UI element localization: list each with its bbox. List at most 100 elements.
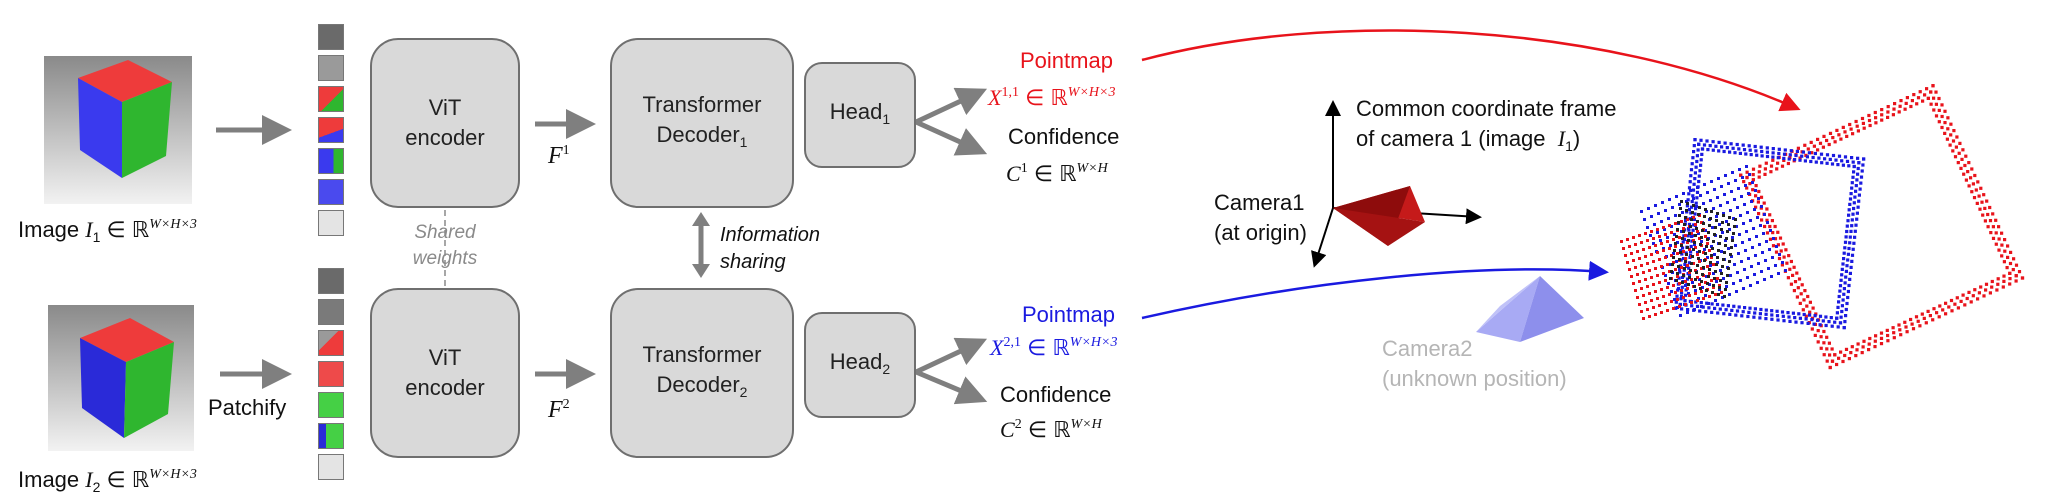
pointcloud-dot — [1693, 243, 1696, 246]
pointcloud-dot — [1674, 300, 1678, 304]
pointcloud-dot — [1819, 346, 1823, 350]
pointcloud-dot — [1849, 127, 1853, 131]
pointcloud-dot — [1839, 137, 1843, 141]
pointcloud-dot — [1981, 213, 1985, 217]
pointcloud-dot — [1937, 315, 1941, 319]
pointcloud-dot — [1789, 282, 1793, 286]
pointcloud-dot — [2014, 274, 2018, 278]
pointcloud-dot — [1724, 174, 1727, 177]
pointcloud-dot — [1733, 198, 1736, 201]
pointcloud-dot — [1710, 256, 1713, 259]
pointcloud-dot — [1720, 250, 1723, 253]
pointcloud-dot — [1996, 277, 2000, 281]
patch-tile — [318, 299, 344, 325]
pointcloud-dot — [1704, 310, 1708, 314]
pointcloud-dot — [1682, 250, 1685, 253]
pointcloud-dot — [1732, 217, 1735, 220]
pointcloud-dot — [1688, 180, 1692, 184]
pointcloud-dot — [1725, 285, 1728, 288]
pointcloud-dot — [1716, 256, 1719, 259]
pointcloud-dot — [1978, 207, 1982, 211]
pointcloud-dot — [1688, 232, 1691, 235]
pointcloud-dot — [1909, 317, 1913, 322]
pointcloud-dot — [1644, 232, 1647, 235]
pointcloud-dot — [1803, 143, 1807, 147]
pointcloud-dot — [1880, 113, 1884, 117]
pointcloud-dot — [1988, 291, 1992, 295]
pointcloud-dot — [1880, 108, 1884, 112]
decoder-bottom-line1: Transformer — [642, 341, 762, 367]
pointcloud-dot — [1763, 213, 1766, 216]
pointcloud-dot — [1733, 151, 1737, 155]
pointcloud-dot — [1736, 271, 1739, 274]
pointcloud-dot — [1765, 231, 1770, 235]
pointcloud-dot — [1722, 212, 1725, 215]
pointcloud-dot — [1716, 196, 1719, 199]
pointcloud-dot — [1854, 184, 1858, 188]
pointcloud-dot — [1754, 184, 1758, 188]
pointcloud-dot — [1749, 153, 1753, 157]
pointcloud-dot — [1729, 274, 1732, 277]
pointcloud-dot — [1735, 142, 1739, 147]
pointcloud-dot — [1670, 225, 1673, 228]
pointcloud-dot — [1729, 253, 1732, 256]
pointcloud-dot — [1684, 303, 1687, 306]
pointcloud-dot — [1929, 102, 1933, 106]
pointcloud-dot — [1682, 234, 1686, 238]
pointcloud-dot — [1674, 222, 1677, 225]
pointcloud-dot — [1705, 139, 1709, 143]
pointcloud-dot — [1757, 170, 1761, 174]
pointcloud-dot — [1704, 252, 1707, 255]
pointcloud-dot — [1692, 239, 1695, 242]
pointcloud-dot — [1754, 205, 1758, 209]
pointcloud-dot — [1687, 239, 1690, 242]
pointcloud-dot — [1768, 224, 1772, 229]
pointmap1-sup: 1,1 — [1001, 85, 1019, 100]
feature-f1-var: F — [548, 143, 563, 169]
pointcloud-dot — [1847, 357, 1851, 361]
pointcloud-dot — [1795, 149, 1799, 153]
pointcloud-dot — [1737, 252, 1740, 255]
pointcloud-dot — [1708, 283, 1711, 286]
pointcloud-dot — [1725, 237, 1728, 240]
pointcloud-dot — [1662, 226, 1665, 229]
pointcloud-dot — [1781, 314, 1785, 318]
pointcloud-dot — [1873, 110, 1877, 115]
pointcloud-dot — [1692, 248, 1695, 251]
pointcloud-dot — [1916, 319, 1920, 323]
pointcloud-dot — [1692, 262, 1695, 265]
pointcloud-dot — [1706, 265, 1709, 268]
pointcloud-dot — [1854, 223, 1858, 227]
pointcloud-dot — [1701, 273, 1704, 276]
pointcloud-dot — [1649, 234, 1652, 237]
pointcloud-dot — [1696, 253, 1699, 256]
pointcloud-dot — [1756, 216, 1759, 219]
pointcloud-dot — [1751, 173, 1755, 177]
pointcloud-dot — [1829, 316, 1833, 320]
pointcloud-dot — [1733, 263, 1736, 266]
pointcloud-dot — [1847, 283, 1851, 288]
pointcloud-dot — [1758, 164, 1762, 168]
pointcloud-dot — [1853, 235, 1857, 239]
pointcloud-dot — [1656, 297, 1659, 300]
pointcloud-dot — [1658, 304, 1661, 307]
pointcloud-dot — [1744, 184, 1747, 187]
pointcloud-dot — [1830, 324, 1834, 328]
pointcloud-dot — [1670, 270, 1673, 273]
image1-dims: W×H×3 — [149, 217, 197, 232]
pointcloud-dot — [1657, 212, 1660, 215]
pointcloud-dot — [1810, 318, 1814, 322]
pointcloud-dot — [1782, 152, 1787, 156]
pointcloud-dot — [1849, 351, 1853, 355]
pointcloud-dot — [1969, 176, 1973, 180]
pointcloud-dot — [1828, 365, 1832, 370]
information-sharing-line1: Information — [720, 224, 821, 246]
pointcloud-dot — [1975, 201, 1979, 205]
pointcloud-dot — [1777, 272, 1780, 275]
pointcloud-dot — [1737, 147, 1741, 151]
pointcloud-dot — [1678, 270, 1682, 274]
pointcloud-dot — [1844, 235, 1848, 239]
pointcloud-dot — [1710, 310, 1714, 314]
pointcloud-dot — [1947, 305, 1951, 309]
pointcloud-dot — [1795, 271, 1799, 275]
